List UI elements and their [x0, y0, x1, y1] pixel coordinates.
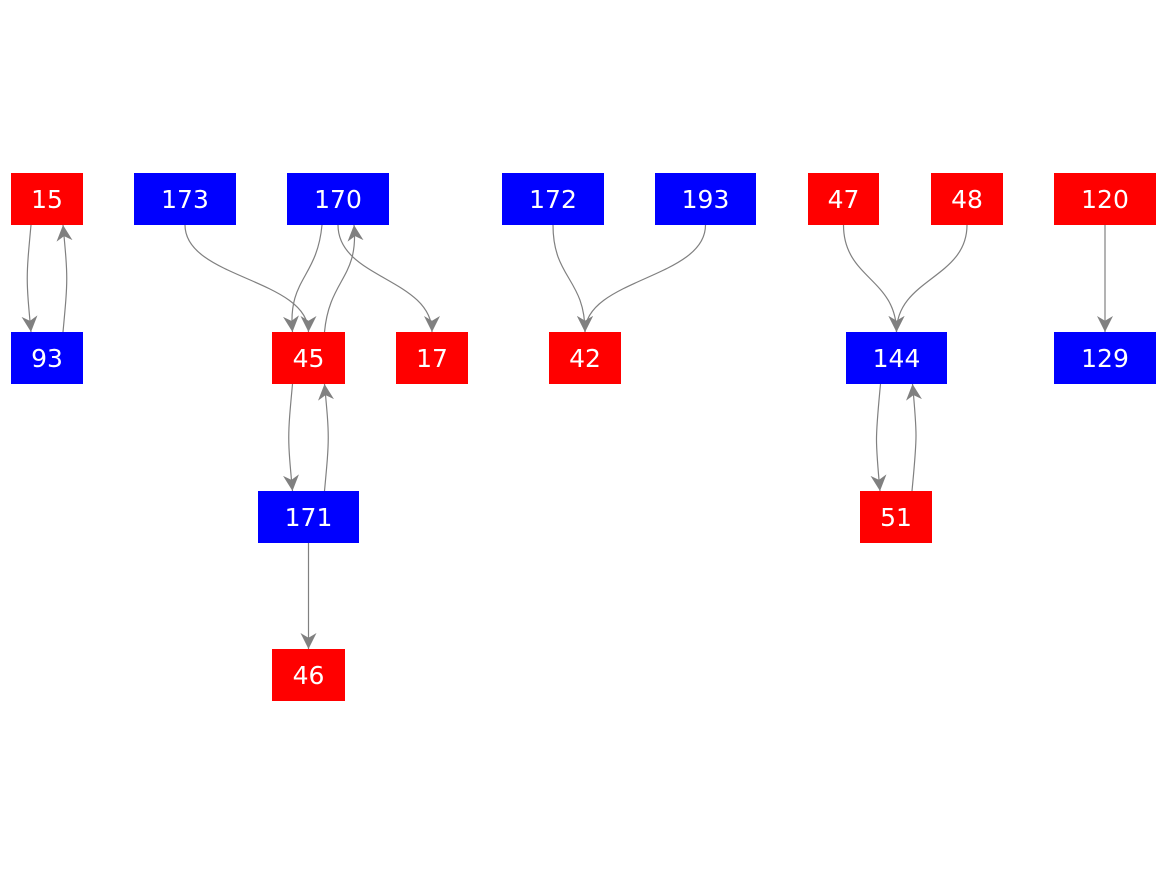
edge-170-to-17 [337, 224, 440, 333]
edge-48-to-144 [888, 224, 968, 333]
edge-15-to-93 [21, 224, 38, 333]
node-17[interactable]: 17 [396, 332, 468, 384]
node-label: 193 [681, 184, 730, 214]
node-172[interactable]: 172 [502, 173, 604, 225]
node-144[interactable]: 144 [846, 332, 947, 384]
node-label: 93 [31, 343, 63, 373]
edge-172-to-42 [552, 224, 593, 333]
node-label: 46 [292, 660, 325, 690]
node-label: 51 [880, 502, 912, 532]
node-173[interactable]: 173 [134, 173, 236, 225]
edge-47-to-144 [842, 224, 905, 333]
node-label: 17 [416, 343, 448, 373]
node-label: 170 [314, 184, 362, 214]
node-label: 45 [292, 343, 325, 373]
node-label: 171 [284, 502, 333, 532]
edge-144-to-51 [870, 383, 887, 492]
node-47[interactable]: 47 [808, 173, 879, 225]
edge-173-to-45 [184, 224, 317, 333]
node-48[interactable]: 48 [931, 173, 1003, 225]
node-51[interactable]: 51 [860, 491, 932, 543]
node-120[interactable]: 120 [1054, 173, 1156, 225]
node-label: 47 [827, 184, 860, 214]
node-label: 172 [529, 184, 577, 214]
edge-51-to-144 [906, 383, 922, 492]
node-45[interactable]: 45 [272, 332, 345, 384]
node-170[interactable]: 170 [287, 173, 389, 225]
node-label: 129 [1081, 343, 1129, 373]
edge-93-to-15 [56, 224, 73, 333]
node-129[interactable]: 129 [1054, 332, 1156, 384]
node-label: 42 [569, 343, 601, 373]
node-42[interactable]: 42 [549, 332, 621, 384]
node-46[interactable]: 46 [272, 649, 345, 701]
edge-45-to-170 [323, 224, 364, 333]
edge-170-to-45 [283, 224, 323, 333]
node-93[interactable]: 93 [11, 332, 83, 384]
node-label: 144 [872, 343, 921, 373]
node-171[interactable]: 171 [258, 491, 359, 543]
edge-193-to-42 [577, 224, 707, 333]
edge-171-to-45 [318, 383, 334, 492]
node-label: 15 [31, 184, 63, 214]
node-label: 120 [1081, 184, 1129, 214]
node-label: 173 [161, 184, 209, 214]
node-15[interactable]: 15 [11, 173, 83, 225]
node-label: 48 [951, 184, 983, 214]
node-193[interactable]: 193 [655, 173, 756, 225]
edge-45-to-171 [283, 383, 299, 492]
